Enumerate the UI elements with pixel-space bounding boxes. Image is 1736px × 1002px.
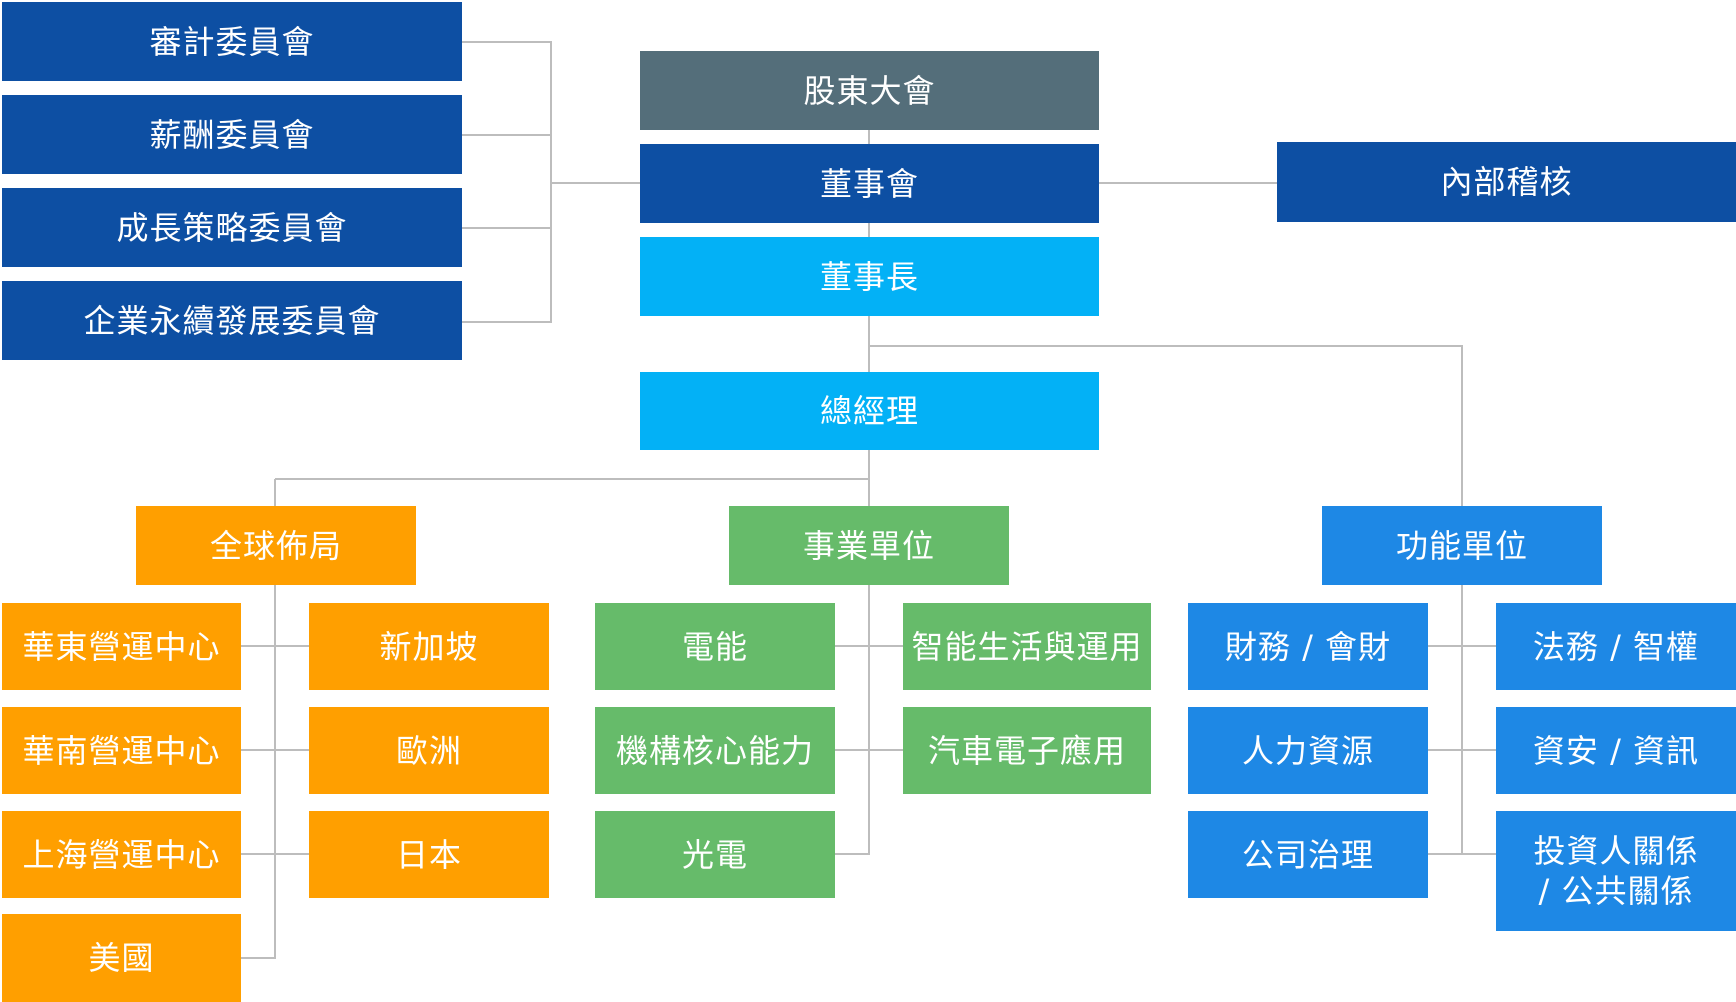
- smart-living-label: 智能生活與運用: [911, 627, 1143, 666]
- global-spine: [241, 585, 276, 959]
- board-of-directors-label: 董事會: [819, 164, 919, 203]
- board-of-directors: 董事會: [640, 144, 1099, 223]
- functional-units-title: 功能單位: [1395, 526, 1528, 565]
- corporate-governance-label: 公司治理: [1241, 835, 1374, 874]
- south-china-operations: 華南營運中心: [2, 707, 241, 794]
- business-spine: [835, 585, 870, 855]
- mechanism-label: 機構核心能力: [615, 731, 814, 770]
- japan-region: 日本: [309, 811, 549, 898]
- functional-branch-connector: [869, 345, 1463, 506]
- mechanism-unit: 機構核心能力: [595, 707, 835, 794]
- audit-committee-label: 審計委員會: [149, 22, 315, 61]
- power-unit: 電能: [595, 603, 835, 690]
- audit-committee: 審計委員會: [2, 2, 462, 81]
- automotive-unit: 汽車電子應用: [903, 707, 1151, 794]
- committee-connector: [462, 41, 552, 323]
- finance-unit: 財務 / 會財: [1188, 603, 1428, 690]
- president-label: 總經理: [819, 392, 919, 430]
- singapore-region: 新加坡: [309, 603, 549, 690]
- chairman-label: 董事長: [819, 257, 919, 296]
- optoelectronics-label: 光電: [681, 835, 748, 874]
- automotive-label: 汽車電子應用: [927, 731, 1126, 770]
- europe-region: 歐洲: [309, 707, 549, 794]
- remuneration-committee-label: 薪酬委員會: [149, 115, 315, 154]
- internal-audit-label: 內部稽核: [1440, 163, 1573, 201]
- east-china-label: 華東營運中心: [22, 627, 221, 666]
- hr-label: 人力資源: [1241, 731, 1374, 770]
- shanghai-label: 上海營運中心: [22, 835, 221, 874]
- global-layout-title: 全球佈局: [209, 526, 342, 565]
- shareholders-meeting-label: 股東大會: [803, 71, 936, 110]
- singapore-label: 新加坡: [379, 627, 479, 666]
- power-label: 電能: [681, 627, 748, 666]
- business-units-title: 事業單位: [802, 526, 935, 565]
- public-relations-label: / 公共關係: [1538, 872, 1694, 910]
- growth-strategy-committee: 成長策略委員會: [2, 188, 462, 267]
- usa-label: 美國: [88, 939, 155, 977]
- chairman: 董事長: [640, 237, 1099, 316]
- optoelectronics-unit: 光電: [595, 811, 835, 898]
- corporate-governance-unit: 公司治理: [1188, 811, 1428, 898]
- legal-ip-label: 法務 / 智權: [1532, 627, 1700, 666]
- remuneration-committee: 薪酬委員會: [2, 95, 462, 174]
- smart-living-unit: 智能生活與運用: [903, 603, 1151, 690]
- president: 總經理: [640, 372, 1099, 450]
- sustainability-committee: 企業永續發展委員會: [2, 281, 462, 360]
- shanghai-operations: 上海營運中心: [2, 811, 241, 898]
- infosec-it-unit: 資安 / 資訊: [1496, 707, 1736, 794]
- investor-relations-unit: 投資人關係/ 公共關係: [1496, 811, 1736, 931]
- south-china-label: 華南營運中心: [22, 731, 221, 770]
- growth-strategy-committee-label: 成長策略委員會: [116, 208, 348, 247]
- usa-region: 美國: [2, 914, 241, 1002]
- global-layout-header: 全球佈局: [136, 506, 416, 585]
- hr-unit: 人力資源: [1188, 707, 1428, 794]
- infosec-it-label: 資安 / 資訊: [1532, 731, 1700, 770]
- shareholders-meeting: 股東大會: [640, 51, 1099, 130]
- business-units-header: 事業單位: [729, 506, 1009, 585]
- finance-label: 財務 / 會財: [1224, 627, 1392, 666]
- investor-relations-label: 投資人關係: [1533, 832, 1699, 870]
- legal-ip-unit: 法務 / 智權: [1496, 603, 1736, 690]
- europe-label: 歐洲: [395, 731, 462, 770]
- japan-label: 日本: [395, 835, 462, 874]
- east-china-operations: 華東營運中心: [2, 603, 241, 690]
- sustainability-committee-label: 企業永續發展委員會: [83, 301, 381, 340]
- internal-audit: 內部稽核: [1277, 142, 1736, 222]
- functional-units-header: 功能單位: [1322, 506, 1602, 585]
